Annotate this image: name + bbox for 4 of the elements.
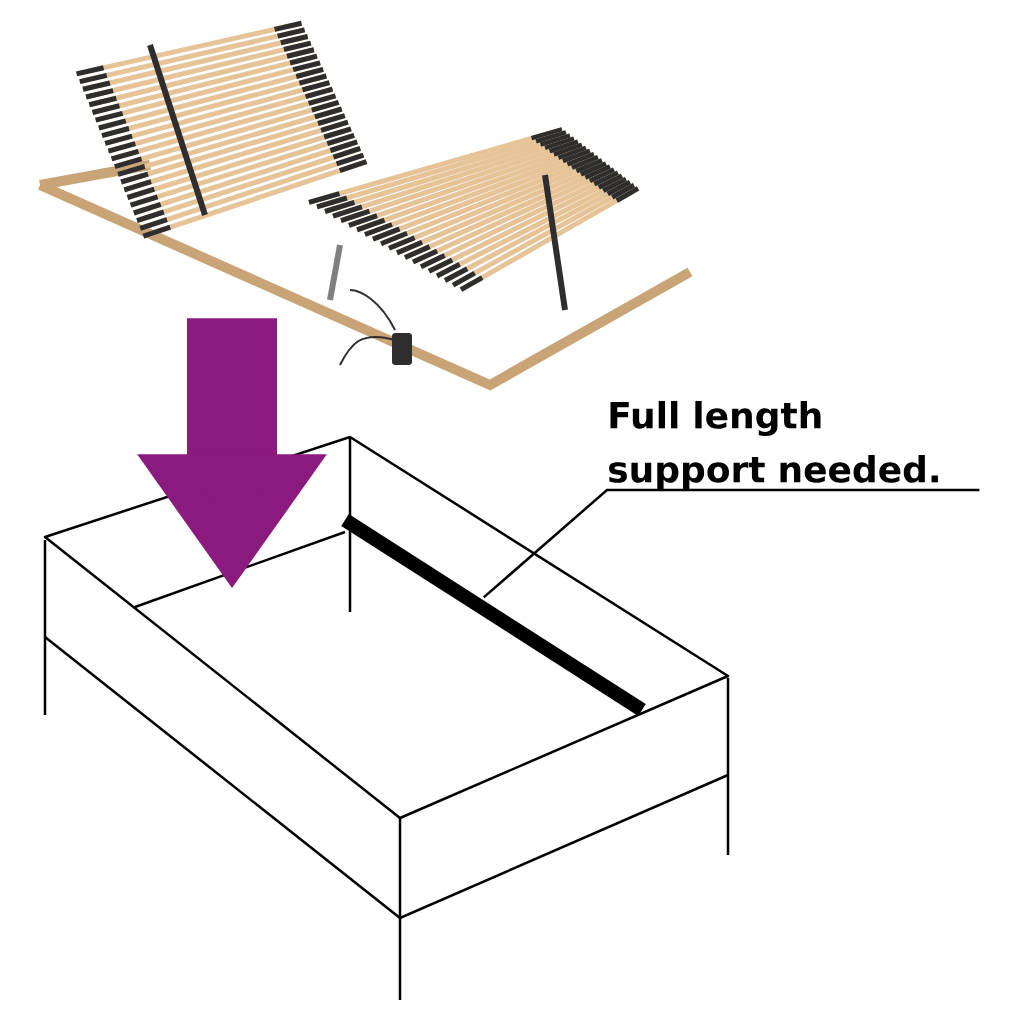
- slatted-frame-drawing: [37, 20, 693, 391]
- support-beam: [341, 514, 646, 716]
- leader-line: [482, 488, 980, 599]
- callout-text: Full length support needed.: [609, 400, 938, 490]
